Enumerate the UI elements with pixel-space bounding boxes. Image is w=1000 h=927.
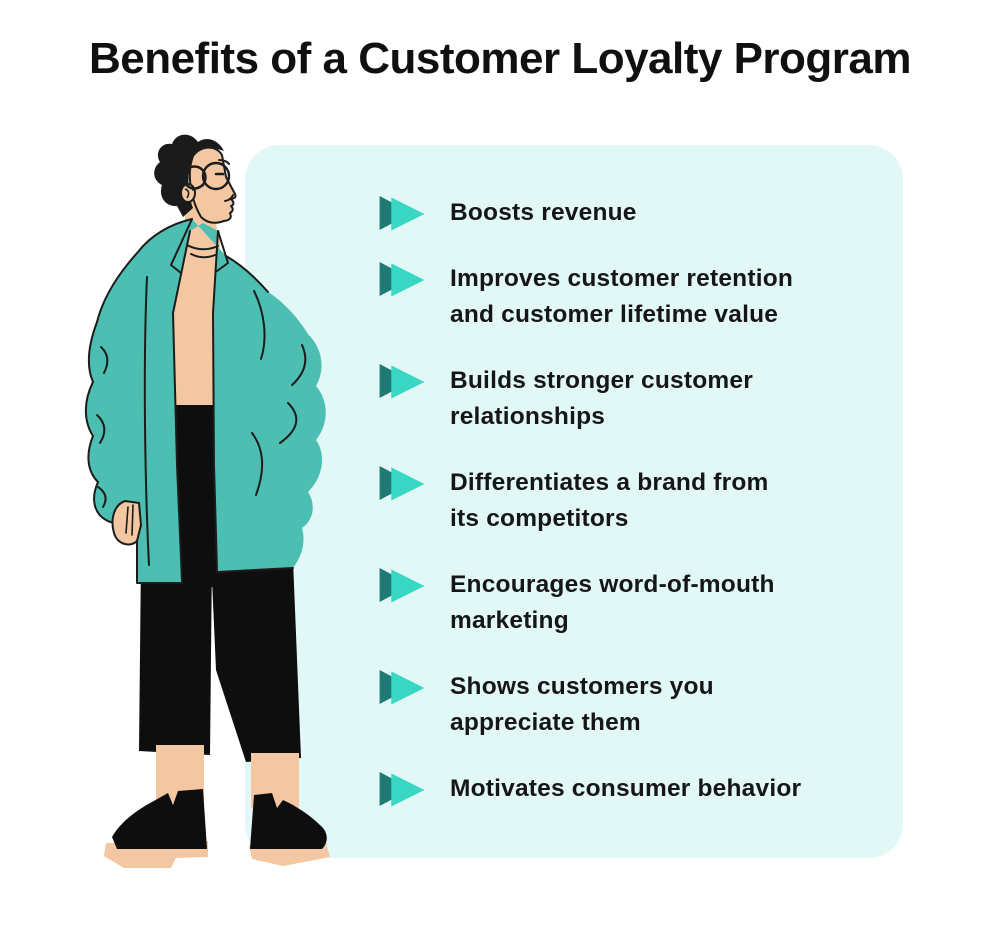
pants-waist (169, 405, 221, 587)
list-item: Improves customer retention and customer… (378, 261, 863, 333)
list-item: Boosts revenue (378, 195, 863, 231)
double-chevron-right-icon (379, 465, 425, 501)
benefit-label: Differentiates a brand from its competit… (450, 469, 769, 532)
right-boot (250, 793, 327, 849)
benefit-label: Boosts revenue (450, 199, 637, 226)
double-chevron-right-icon (379, 195, 425, 231)
left-pant-leg (139, 557, 212, 755)
list-item: Differentiates a brand from its competit… (378, 465, 863, 537)
hand-finger-lines (125, 504, 134, 536)
double-chevron-right-icon (379, 567, 425, 603)
list-item: Motivates consumer behavior (378, 771, 863, 807)
list-item: Encourages word-of-mouth marketing (378, 567, 863, 639)
face-features (214, 159, 234, 202)
benefit-label: Motivates consumer behavior (450, 775, 802, 802)
benefit-label: Builds stronger customer relationships (450, 367, 753, 430)
ear-inner-line (184, 188, 190, 199)
double-chevron-right-icon (379, 363, 425, 399)
person-illustration (84, 134, 330, 868)
benefits-list: Boosts revenue Improves customer retenti… (378, 195, 863, 807)
chest-shape (169, 231, 221, 410)
list-item: Shows customers you appreciate them (378, 669, 863, 741)
double-chevron-right-icon (379, 669, 425, 705)
list-item: Builds stronger customer relationships (378, 363, 863, 435)
benefits-panel: Boosts revenue Improves customer retenti… (245, 145, 903, 858)
coat-outline-lines (84, 218, 307, 584)
page-title: Benefits of a Customer Loyalty Program (88, 34, 912, 83)
right-pant-leg (211, 557, 301, 762)
hair-shape (154, 134, 224, 217)
double-chevron-right-icon (379, 261, 425, 297)
face-shape (188, 146, 237, 224)
left-boot (112, 789, 207, 849)
benefit-label: Improves customer retention and customer… (450, 265, 794, 328)
double-chevron-right-icon (379, 771, 425, 807)
benefit-label: Encourages word-of-mouth marketing (450, 571, 775, 634)
benefit-label: Shows customers you appreciate them (450, 673, 714, 736)
glasses-icon (182, 161, 231, 191)
